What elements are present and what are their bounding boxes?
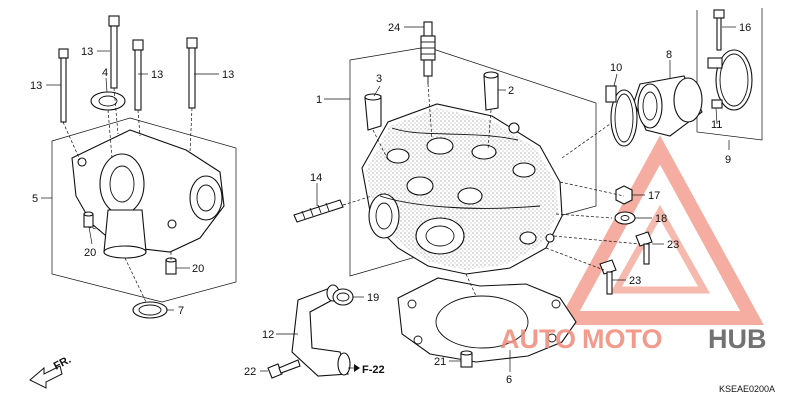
bolt-13-d: [186, 37, 198, 109]
callout-13-b: 13: [81, 46, 93, 58]
dowel-pin-21: [460, 350, 473, 368]
o-ring-7: [132, 301, 168, 319]
callout-7: 7: [178, 305, 184, 317]
front-direction-label: FR.: [52, 354, 73, 373]
dowel-pin-20-b: [165, 257, 177, 275]
callout-4: 4: [102, 67, 108, 79]
cylinder-head: [361, 103, 563, 275]
watermark-logo: [556, 135, 764, 325]
rocker-housing: [71, 129, 225, 259]
callout-10: 10: [610, 62, 622, 74]
callout-2: 2: [508, 85, 514, 97]
callout-20-a: 20: [84, 247, 96, 259]
intake-group-bracket: [696, 8, 763, 141]
watermark-triangle: [556, 135, 764, 325]
watermark-triangle-inner: [610, 204, 710, 294]
hose-clamp-9: [707, 49, 753, 111]
callout-14: 14: [310, 172, 322, 184]
callout-19: 19: [367, 292, 379, 304]
oil-seal: [90, 91, 126, 111]
callout-18: 18: [655, 213, 667, 225]
screw-16: [713, 9, 725, 51]
callouts: 1 2 3 4 5 6 7 8 9 10 11 12 13 13 13 13 1…: [30, 22, 775, 394]
diagram-code: KSEAE0200A: [719, 384, 775, 394]
bolt-23-a: [635, 231, 653, 265]
dowel-pin-2: [483, 71, 499, 111]
bolt-13-b: [108, 15, 120, 89]
bolt-13-c: [132, 39, 144, 111]
stud-bolt: [293, 199, 344, 223]
nut-11: [711, 99, 723, 109]
callout-1: 1: [316, 94, 322, 106]
bolt-13-a: [58, 48, 69, 123]
callout-11: 11: [711, 119, 722, 131]
callout-8: 8: [666, 49, 672, 61]
callout-13-a: 13: [30, 80, 42, 92]
watermark-hub: HUB: [708, 324, 767, 354]
watermark-auto: AUTO: [500, 324, 576, 354]
dowel-pin-20-a: [83, 211, 94, 228]
dowel-pin-3: [364, 93, 382, 131]
o-ring-19: [332, 288, 354, 306]
front-direction-arrow: [29, 365, 63, 389]
callout-13-d: 13: [222, 69, 234, 81]
callout-13-c: 13: [151, 69, 163, 81]
callout-12: 12: [262, 329, 274, 341]
callout-17: 17: [648, 190, 660, 202]
reference-f22-label: F-22: [362, 364, 385, 376]
bolt-23-b: [599, 259, 617, 295]
bolt-22: [267, 359, 301, 379]
watermark-text: AUTO MOTO HUB: [500, 324, 767, 354]
callout-5: 5: [32, 193, 38, 205]
washer-18: [614, 211, 636, 225]
valve-cover-group-box: [51, 117, 237, 303]
reference-arrow-f22: [348, 364, 360, 372]
leader-lines: [41, 26, 736, 372]
hose-clamp-10: [605, 85, 638, 147]
callout-20-b: 20: [192, 263, 204, 275]
watermark-moto: MOTO: [582, 324, 663, 354]
callout-24: 24: [388, 22, 400, 34]
callout-23-a: 23: [667, 239, 679, 251]
callout-23-b: 23: [629, 275, 641, 287]
assembly-guide-lines: [62, 83, 641, 303]
callout-3: 3: [376, 73, 382, 85]
nut-17: [615, 185, 633, 205]
callout-9: 9: [725, 154, 731, 166]
callout-22: 22: [244, 366, 256, 378]
head-gasket: [397, 277, 577, 363]
callout-16: 16: [739, 22, 751, 34]
callout-6: 6: [506, 374, 512, 386]
intake-insulator: [633, 75, 703, 137]
callout-21: 21: [434, 356, 446, 368]
spark-plug: [420, 21, 436, 84]
